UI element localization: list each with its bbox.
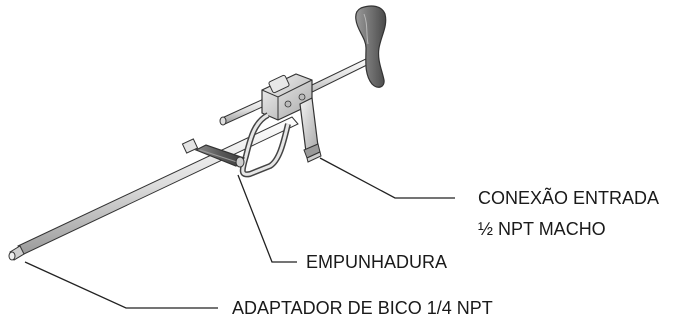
lance-tube [17, 116, 299, 255]
inlet-label-line2: ½ NPT MACHO [478, 219, 606, 239]
nozzle-adapter [8, 245, 25, 261]
inlet-grip-tube [299, 97, 322, 163]
leader-inlet [319, 157, 455, 199]
leader-nozzle [24, 261, 218, 309]
inlet-label-line1: CONEXÃO ENTRADA [478, 188, 660, 208]
leader-lines [24, 157, 455, 309]
rear-paddle [355, 5, 387, 88]
front-grip-handle [181, 138, 246, 168]
nozzle-label: ADAPTADOR DE BICO 1/4 NPT [232, 298, 493, 318]
leader-grip [237, 174, 297, 263]
valve-body [261, 73, 313, 121]
grip-label: EMPUNHADURA [306, 252, 448, 272]
trigger-guard [239, 112, 291, 178]
